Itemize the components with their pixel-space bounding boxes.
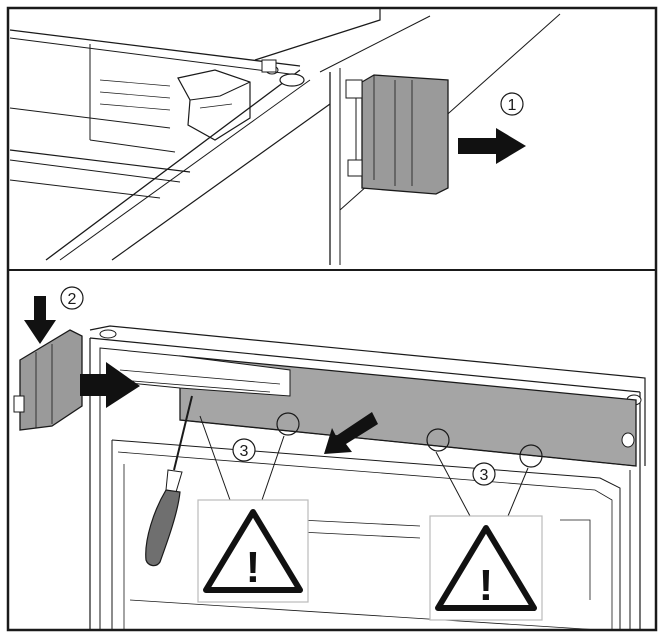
bottom-panel: 2 3 3: [13, 286, 646, 631]
step-2-callout: 2: [60, 286, 84, 310]
screwdriver-icon: [145, 395, 193, 567]
step-1-callout: 1: [500, 92, 524, 116]
cover-strip: [179, 355, 637, 467]
warning-triangle-icon: !: [203, 509, 303, 593]
step-3-callout-right: 3: [472, 462, 496, 486]
top-panel: 1: [9, 8, 561, 265]
step-3-label-right: 3: [480, 467, 489, 484]
slide-arrow-right: [80, 362, 140, 408]
warning-box-right: !: [429, 515, 543, 621]
pull-arrow-right: [458, 128, 526, 164]
warning-triangle-icon: !: [435, 525, 537, 611]
warning-glyph: !: [479, 561, 494, 610]
diagram-border: [6, 6, 658, 632]
detail-circle: [276, 412, 300, 436]
step-1-label: 1: [508, 97, 517, 114]
detail-circle: [426, 428, 450, 452]
step-2-label: 2: [68, 291, 77, 308]
hinge-cover: [345, 74, 449, 195]
remove-arrow: [324, 412, 378, 454]
warning-box-left: !: [197, 499, 309, 603]
warning-glyph: !: [246, 543, 261, 592]
endcap-cover: [13, 329, 83, 431]
push-arrow-down: [24, 296, 56, 344]
step-3-callout-left: 3: [232, 438, 256, 462]
step-3-label-left: 3: [240, 443, 249, 460]
detail-circle: [519, 444, 543, 468]
